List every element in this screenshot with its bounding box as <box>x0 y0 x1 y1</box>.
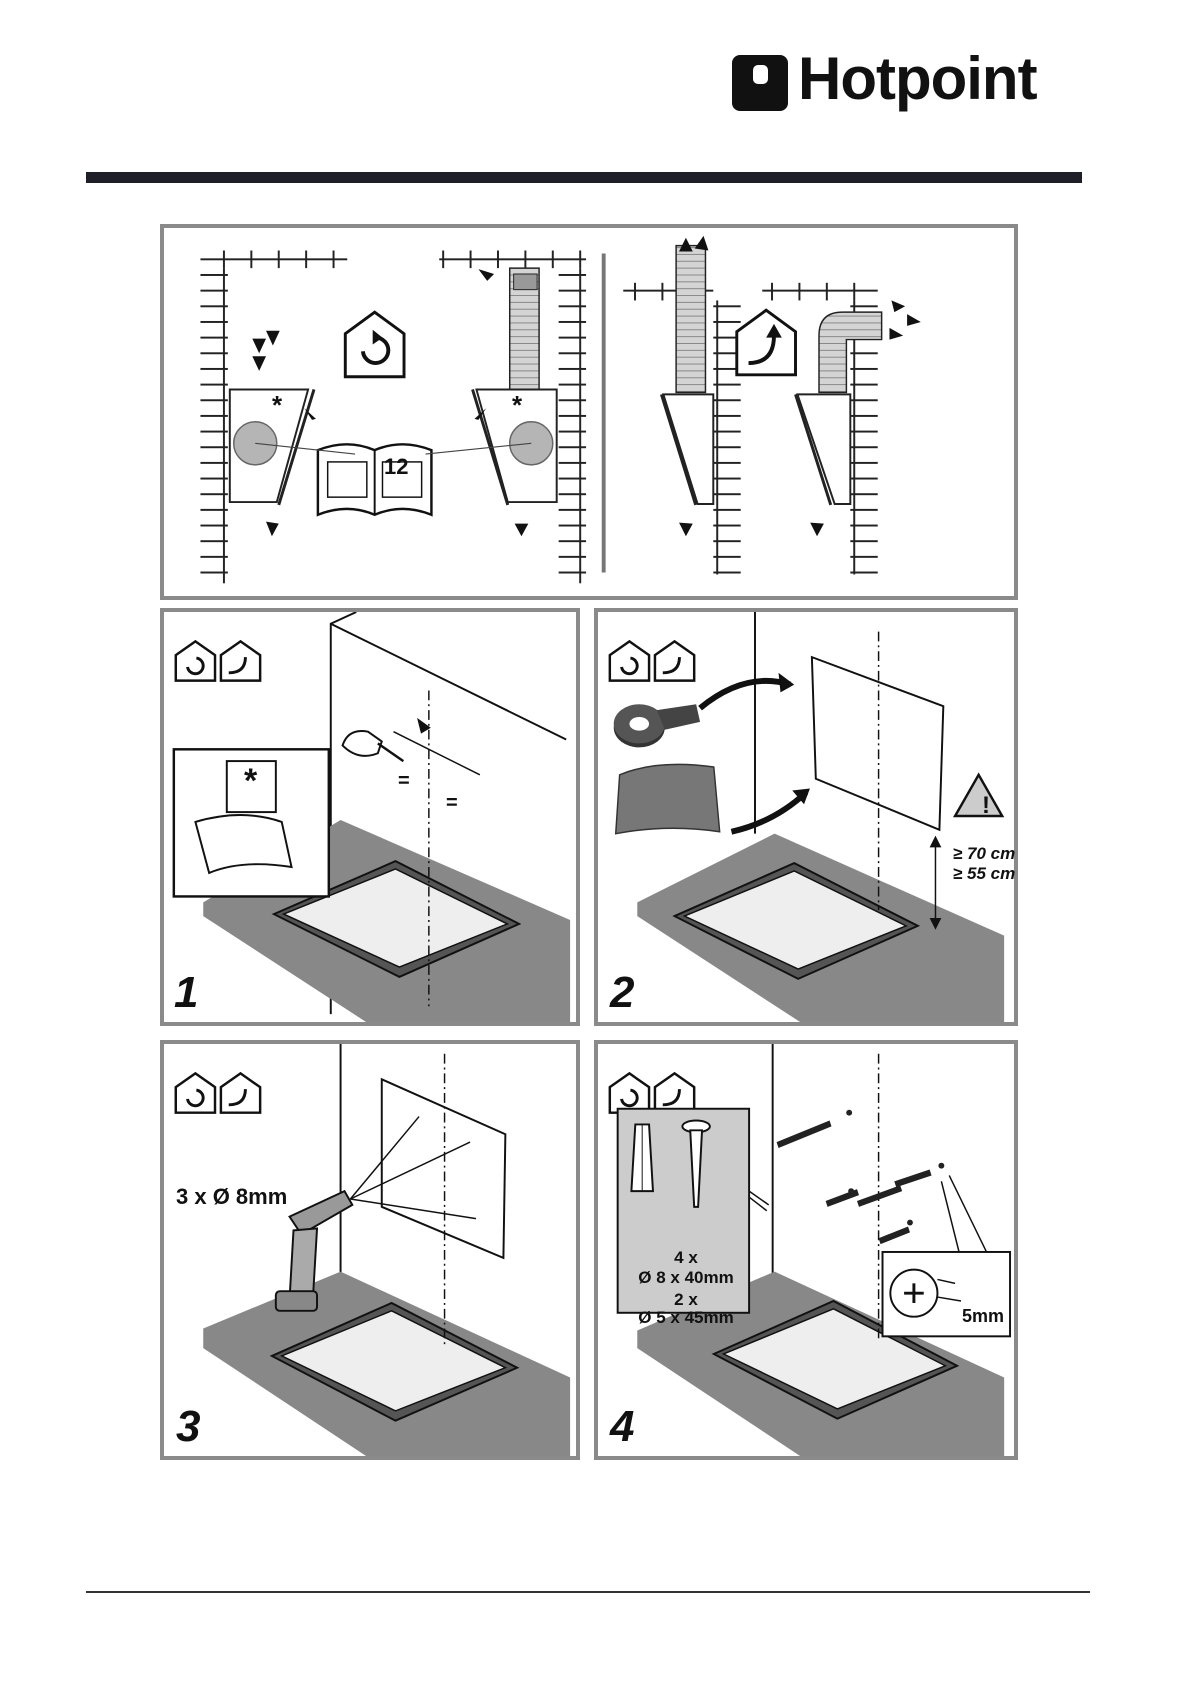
hood-type-icons <box>176 641 260 680</box>
step-3-illustration <box>164 1044 576 1456</box>
wall-bricks <box>850 300 877 574</box>
screw-size: Ø 5 x 45mm <box>622 1308 750 1328</box>
wall-plugs-and-screws <box>777 1110 945 1244</box>
step-3-number: 3 <box>176 1402 200 1452</box>
carbon-filter-icon <box>234 422 277 465</box>
footer-rule <box>86 1591 1090 1593</box>
step-4-panel: 4 x Ø 8 x 40mm 2 x Ø 5 x 45mm 5mm 4 <box>594 1040 1018 1460</box>
hood-type-icons <box>610 641 694 680</box>
right-wall-bricks <box>559 268 586 583</box>
drill-spec: 3 x Ø 8mm <box>176 1184 287 1210</box>
ceiling-bricks <box>439 251 586 269</box>
plug-size: Ø 8 x 40mm <box>622 1268 750 1288</box>
drilling-template <box>382 1079 506 1258</box>
recirculation-icon <box>345 312 404 377</box>
plug-quantity: 4 x <box>622 1248 750 1268</box>
overview-illustration <box>164 228 1014 596</box>
screw-gap: 5mm <box>962 1306 1004 1327</box>
overview-footnote-marker: * <box>512 390 522 421</box>
hood-type-icons <box>176 1073 260 1112</box>
clearance-electric: ≥ 70 cm <box>953 844 1015 864</box>
ducted-hood-right <box>796 394 851 505</box>
step-2-panel: ! ≥ 70 cm ≥ 55 cm 2 <box>594 608 1018 1026</box>
brand-name: Hotpoint <box>798 44 1037 113</box>
hotpoint-logo: Hotpoint <box>732 52 1092 118</box>
ducted-extraction-icon <box>221 641 260 680</box>
step-1-panel: = = * 1 <box>160 608 580 1026</box>
clearance-gas: ≥ 55 cm <box>953 864 1015 884</box>
manual-book-icon <box>318 444 432 514</box>
warning-symbol: ! <box>978 792 994 820</box>
step-2-illustration <box>598 612 1014 1022</box>
overview-footnote-marker: * <box>272 390 282 421</box>
exhaust-duct <box>676 246 705 393</box>
overview-manual-page-ref: 12 <box>384 454 408 480</box>
screw-quantity: 2 x <box>622 1290 750 1310</box>
ceiling-bricks <box>762 283 877 301</box>
step-1-inset-marker: * <box>244 762 257 801</box>
hotpoint-logo-mark-icon <box>732 55 788 111</box>
recirculation-hood-right <box>473 268 557 505</box>
drilling-template <box>812 657 943 830</box>
step-1-equal-mark: = <box>446 792 458 815</box>
step-1-illustration <box>164 612 576 1022</box>
ducted-hood-left <box>661 394 713 505</box>
left-wall-bricks <box>200 268 227 583</box>
hand-with-pen-icon <box>343 731 404 761</box>
step-1-number: 1 <box>174 968 198 1018</box>
ceiling-bricks <box>200 251 347 269</box>
step-2-number: 2 <box>610 968 634 1018</box>
recirculation-icon <box>176 641 215 680</box>
overview-panel: 12 * * <box>160 224 1018 600</box>
adhesive-tape-icon <box>614 704 700 747</box>
step-1-equal-mark: = <box>398 770 410 793</box>
wall-plug-icon <box>631 1124 653 1191</box>
template-sheet <box>616 764 720 833</box>
step-4-number: 4 <box>610 1402 634 1452</box>
header-rule <box>86 172 1082 183</box>
step-3-panel: 3 x Ø 8mm 3 <box>160 1040 580 1460</box>
hood-type-icons <box>610 1073 694 1112</box>
ducted-extraction-icon <box>737 310 796 375</box>
